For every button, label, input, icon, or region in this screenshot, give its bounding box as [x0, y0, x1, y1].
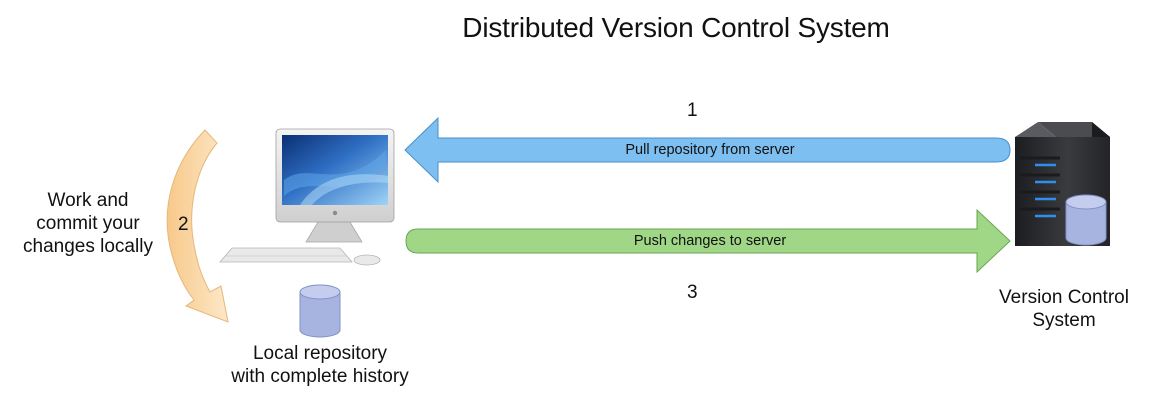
step-3-label: 3 [687, 282, 698, 303]
local-repository-label: Local repository with complete history [210, 342, 430, 388]
mouse-icon [353, 254, 381, 266]
pull-arrow [404, 116, 1011, 184]
monitor-icon [275, 128, 395, 243]
local-repository-line-1: Local repository [252, 343, 388, 364]
keyboard-icon [219, 247, 353, 263]
pull-arrow-label: Pull repository from server [625, 142, 795, 158]
local-work-label: Work and commit your changes locally [4, 189, 172, 258]
push-arrow [405, 208, 1011, 274]
server-label-line-2: System [1032, 310, 1096, 331]
server-label-line-1: Version Control [999, 287, 1129, 308]
push-arrow-label: Push changes to server [633, 233, 787, 249]
server-database-icon [1065, 194, 1107, 246]
local-work-line-2: commit your [36, 213, 140, 234]
local-repository-line-2: with complete history [231, 366, 409, 387]
local-work-line-3: changes locally [23, 236, 153, 257]
local-work-line-1: Work and [47, 190, 129, 211]
server-label: Version Control System [978, 286, 1150, 332]
database-icon [299, 284, 341, 338]
diagram-title: Distributed Version Control System [462, 12, 890, 43]
step-2-label: 2 [178, 214, 189, 235]
step-1-label: 1 [687, 100, 698, 121]
curved-arrow-icon [166, 129, 229, 323]
